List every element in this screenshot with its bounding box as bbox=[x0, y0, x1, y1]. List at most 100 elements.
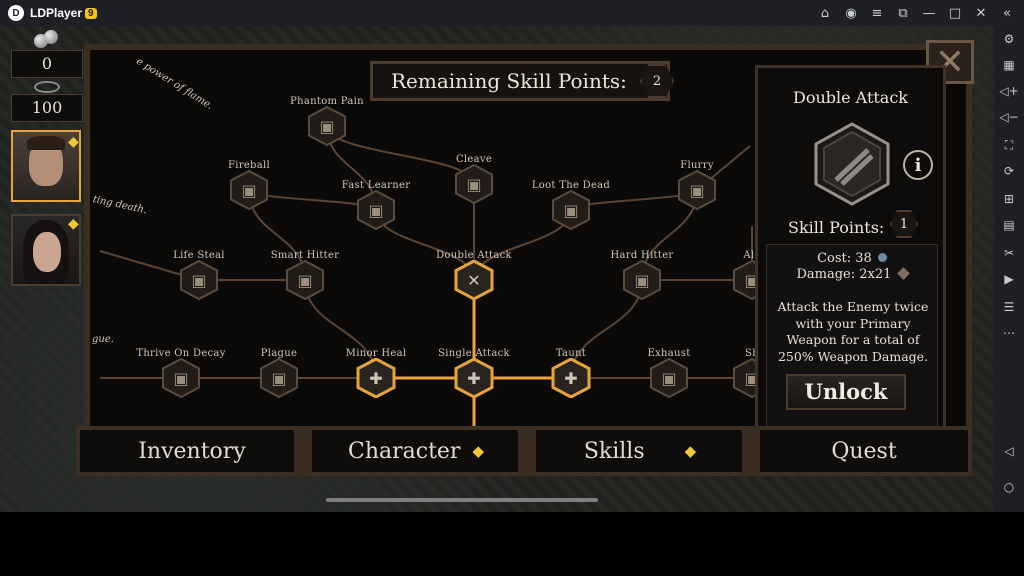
skill-label-single-attack: Single Attack bbox=[438, 348, 510, 359]
skill-label-cleave: Cleave bbox=[455, 154, 493, 165]
skill-cost-row: Cost: 38 bbox=[767, 251, 937, 266]
character-star-icon: ◆ bbox=[472, 442, 484, 460]
tab-skills[interactable]: Skills◆ bbox=[528, 430, 752, 472]
skill-label-life-steal: Life Steal bbox=[173, 250, 225, 261]
skill-label-ale: Ale bbox=[743, 250, 761, 261]
lock-icon: ▣ bbox=[191, 270, 207, 290]
skill-node-single-attack[interactable]: ✚ bbox=[454, 358, 494, 398]
chips-counter: 100 bbox=[11, 94, 83, 122]
tab-inventory-label: Inventory bbox=[138, 438, 246, 464]
skill-detail-panel: Double Attack i Skill Points: 1 Cost: 38… bbox=[755, 65, 946, 445]
volume-up-icon[interactable]: ◁+ bbox=[999, 84, 1019, 98]
skill-node-loot-the-dead[interactable]: ▣ bbox=[551, 190, 591, 230]
nav-separator bbox=[294, 426, 312, 476]
version-badge: 9 bbox=[85, 7, 97, 19]
skill-description: Attack the Enemy twice with your Primary… bbox=[777, 299, 929, 364]
skill-node-double-attack[interactable]: ✕ bbox=[454, 260, 494, 300]
skill-label-exhaust: Exhaust bbox=[647, 348, 691, 359]
tab-quest[interactable]: Quest bbox=[752, 430, 976, 472]
skill-label-smart-hitter: Smart Hitter bbox=[270, 250, 340, 261]
tab-character-label: Character bbox=[348, 438, 461, 464]
skill-cost: Cost: 38 bbox=[817, 251, 872, 266]
info-icon[interactable]: i bbox=[903, 150, 933, 180]
skill-node-fast-learner[interactable]: ▣ bbox=[356, 190, 396, 230]
settings-icon[interactable]: ⚙ bbox=[1003, 32, 1015, 46]
skill-label-plague: Plague bbox=[260, 348, 298, 359]
skill-node-thrive-on-decay[interactable]: ▣ bbox=[161, 358, 201, 398]
tab-character[interactable]: Character ◆ bbox=[304, 430, 528, 472]
skill-node-minor-heal[interactable]: ✚ bbox=[356, 358, 396, 398]
skill-label-flurry: Flurry bbox=[680, 160, 714, 171]
document-icon[interactable]: ☰ bbox=[1003, 300, 1015, 314]
game-viewport: 0 100 ◆ ◆ e power of flame. ting death. … bbox=[0, 26, 994, 512]
skill-points-value: 1 bbox=[890, 210, 918, 238]
screenshot-icon[interactable]: ⛶ bbox=[1004, 137, 1014, 152]
skill-icon: ✕ bbox=[467, 270, 481, 290]
maximize-icon[interactable]: □ bbox=[948, 5, 962, 21]
sync-icon[interactable]: ⟳ bbox=[1003, 164, 1015, 178]
keyboard-icon[interactable]: ▦ bbox=[1003, 58, 1015, 72]
apk-icon[interactable]: ▤ bbox=[1003, 218, 1015, 232]
skill-node-plague[interactable]: ▣ bbox=[259, 358, 299, 398]
skill-node-flurry[interactable]: ▣ bbox=[677, 170, 717, 210]
heroine-upgrade-star-icon: ◆ bbox=[68, 216, 79, 232]
skill-node-hard-hitter[interactable]: ▣ bbox=[622, 260, 662, 300]
gamepad-icon[interactable]: ⌂ bbox=[820, 5, 830, 21]
skill-icon: ✚ bbox=[564, 368, 578, 388]
menu-icon[interactable]: ≡ bbox=[871, 5, 883, 21]
skill-points-label: Skill Points: bbox=[788, 218, 885, 237]
skill-node-smart-hitter[interactable]: ▣ bbox=[285, 260, 325, 300]
orbs-counter: 0 bbox=[11, 50, 83, 78]
lock-icon: ▣ bbox=[271, 368, 287, 388]
skill-damage: Damage: 2x21 bbox=[796, 267, 892, 282]
lock-icon: ▣ bbox=[563, 200, 579, 220]
hero-portrait-female[interactable] bbox=[11, 214, 81, 286]
skill-label-sh: Sh bbox=[745, 348, 759, 359]
tab-skills-label: Skills bbox=[583, 438, 645, 464]
home-icon[interactable]: ○ bbox=[1003, 480, 1015, 494]
bottom-navigation: Inventory Character ◆ Skills◆ Quest bbox=[76, 426, 972, 476]
tab-quest-label: Quest bbox=[831, 438, 897, 464]
remaining-skill-points-bar: Remaining Skill Points: bbox=[370, 61, 670, 101]
app-name: LDPlayer bbox=[30, 6, 83, 20]
skill-node-phantom-pain[interactable]: ▣ bbox=[307, 106, 347, 146]
add-app-icon[interactable]: ⊞ bbox=[1003, 192, 1015, 206]
skill-icon: ✚ bbox=[467, 368, 481, 388]
double-attack-large-icon bbox=[814, 122, 890, 206]
letterbox bbox=[0, 512, 1024, 576]
record-icon[interactable]: ▶ bbox=[1004, 272, 1014, 286]
skill-label-thrive-on-decay: Thrive On Decay bbox=[136, 348, 226, 359]
skill-label-fast-learner: Fast Learner bbox=[341, 180, 411, 191]
screen-restore-icon[interactable]: ⧉ bbox=[898, 5, 908, 21]
collapse-sidebar-icon[interactable]: « bbox=[1003, 5, 1011, 21]
scissors-icon[interactable]: ✂ bbox=[1003, 246, 1015, 260]
lock-icon: ▣ bbox=[466, 174, 482, 194]
lock-icon: ▣ bbox=[297, 270, 313, 290]
more-icon[interactable]: ⋯ bbox=[1003, 326, 1015, 340]
skill-node-taunt[interactable]: ✚ bbox=[551, 358, 591, 398]
skill-damage-row: Damage: 2x21 bbox=[767, 267, 937, 282]
emulator-sidebar: ⚙ ▦ ◁+ ◁− ⛶ ⟳ ⊞ ▤ ✂ ▶ ☰ ⋯ ◁ ○ bbox=[994, 26, 1024, 512]
ldplayer-logo-icon: D bbox=[8, 5, 24, 21]
tab-inventory[interactable]: Inventory bbox=[80, 430, 304, 472]
skill-label-double-attack: Double Attack bbox=[436, 250, 512, 261]
skill-icon: ✚ bbox=[369, 368, 383, 388]
skill-label-fireball: Fireball bbox=[228, 160, 270, 171]
skill-detail-title: Double Attack bbox=[792, 88, 908, 107]
hero-upgrade-star-icon: ◆ bbox=[68, 134, 79, 150]
heroine-face bbox=[33, 232, 61, 272]
skill-node-cleave[interactable]: ▣ bbox=[454, 164, 494, 204]
skill-node-exhaust[interactable]: ▣ bbox=[649, 358, 689, 398]
lock-icon: ▣ bbox=[634, 270, 650, 290]
hero-portrait-male[interactable] bbox=[11, 130, 81, 202]
skill-node-fireball[interactable]: ▣ bbox=[229, 170, 269, 210]
nav-separator bbox=[518, 426, 536, 476]
skill-label-hard-hitter: Hard Hitter bbox=[610, 250, 674, 261]
volume-down-icon[interactable]: ◁− bbox=[999, 110, 1019, 124]
minimize-icon[interactable]: — bbox=[922, 5, 936, 21]
skill-node-life-steal[interactable]: ▣ bbox=[179, 260, 219, 300]
back-icon[interactable]: ◁ bbox=[1004, 444, 1014, 458]
close-window-icon[interactable]: ✕ bbox=[975, 5, 987, 21]
account-icon[interactable]: ◉ bbox=[845, 5, 857, 21]
unlock-button[interactable]: Unlock bbox=[786, 374, 906, 410]
